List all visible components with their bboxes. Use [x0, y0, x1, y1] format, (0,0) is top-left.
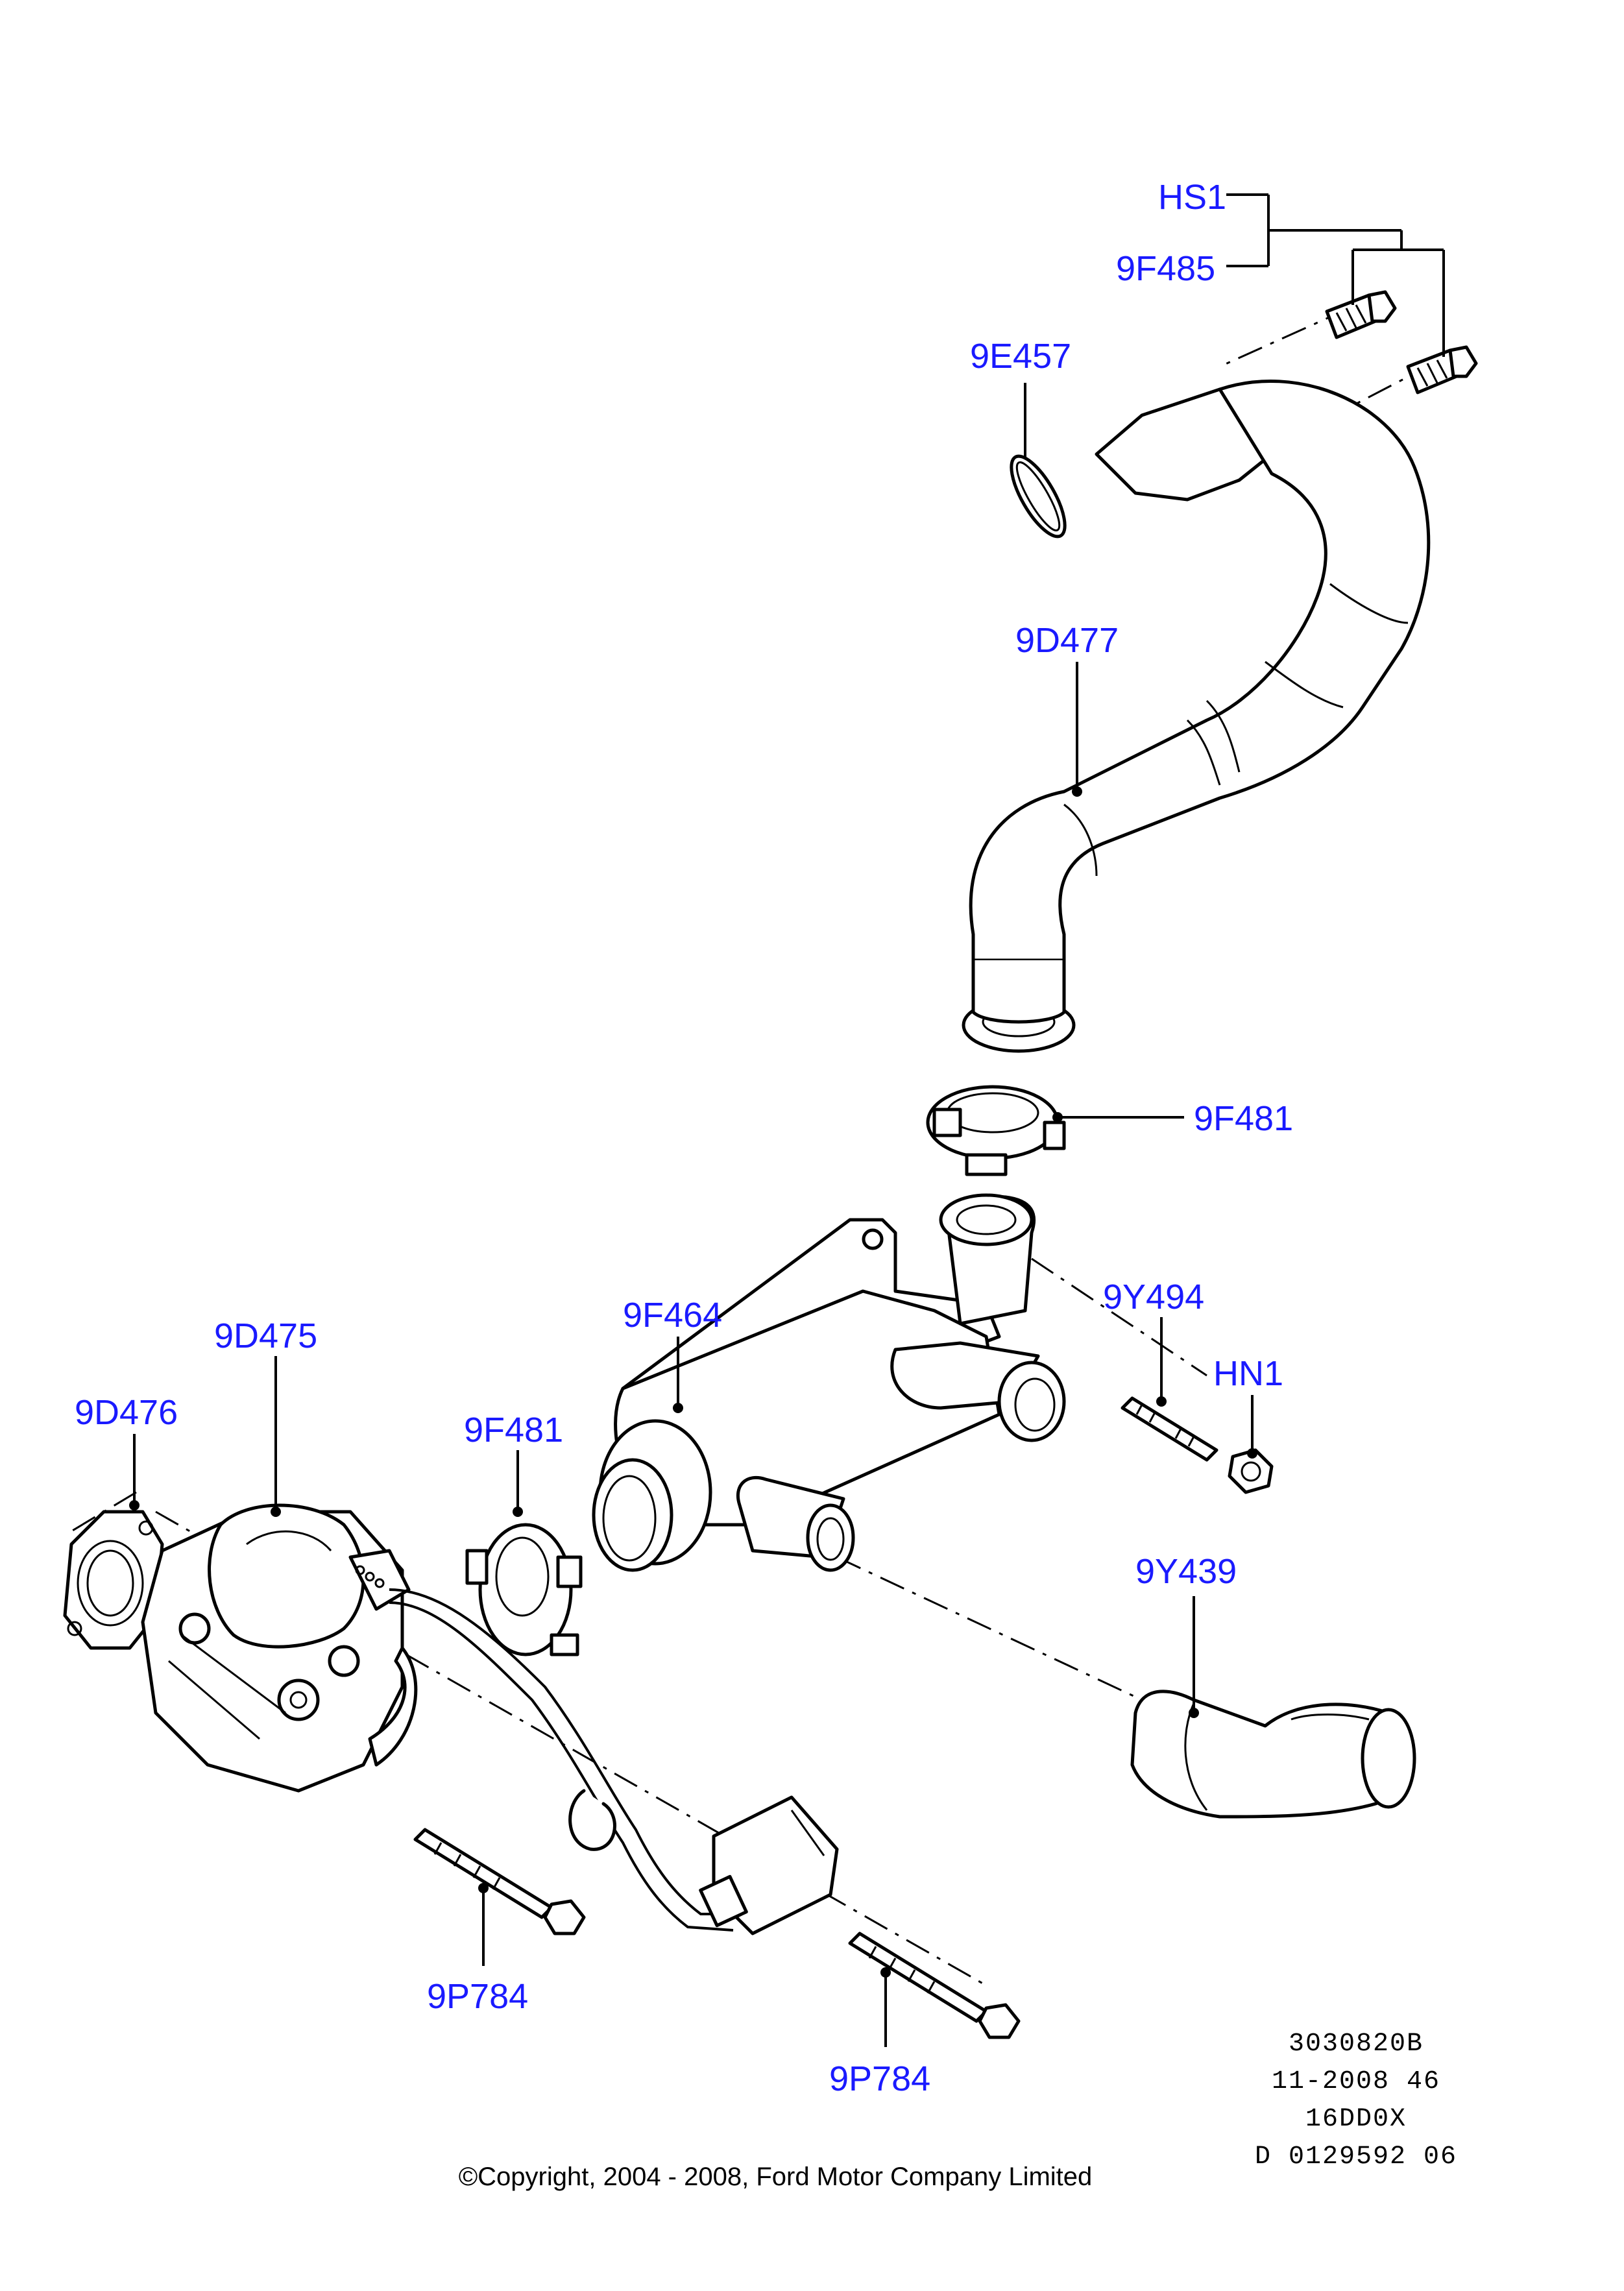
stud-9y494	[1121, 1396, 1218, 1462]
callout-hs1: HS1	[1158, 178, 1226, 217]
callout-labels: HS1 9F485 9E457 9D477 9F481 9Y494 HN1 9F…	[75, 178, 1293, 2098]
reference-block: 3030820B 11-2008 46 16DD0X D 0129592 06	[1255, 2030, 1457, 2172]
callout-9p784-right: 9P784	[829, 2059, 930, 2098]
bolt-9f485-b	[1406, 345, 1478, 394]
callout-9p784-left: 9P784	[427, 1977, 528, 2016]
bolt-9f485-a	[1325, 290, 1397, 339]
callout-9e457: 9E457	[970, 337, 1071, 376]
egr-pipe-9d477	[962, 380, 1431, 1053]
clamp-9f481-mid	[465, 1523, 583, 1656]
callout-9y439: 9Y439	[1135, 1552, 1237, 1591]
reference-line-3: 16DD0X	[1305, 2105, 1407, 2134]
callout-9f464: 9F464	[623, 1296, 722, 1335]
hose-9y439	[1130, 1690, 1416, 1819]
wiring-harness	[389, 1588, 839, 1935]
reference-line-1: 3030820B	[1289, 2030, 1424, 2059]
callout-9f485: 9F485	[1116, 249, 1215, 288]
copyright-notice: ©Copyright, 2004 - 2008, Ford Motor Comp…	[459, 2163, 1093, 2191]
o-ring-9e457	[1010, 454, 1067, 539]
callout-9f481-top: 9F481	[1194, 1099, 1293, 1138]
callout-hn1: HN1	[1213, 1354, 1283, 1393]
reference-line-2: 11-2008 46	[1272, 2067, 1440, 2096]
callout-leaders	[129, 193, 1445, 2047]
callout-9y494: 9Y494	[1103, 1278, 1204, 1316]
bolt-9p784-left	[413, 1828, 586, 1935]
egr-valve-9d475	[141, 1503, 418, 1793]
callout-9f481-mid: 9F481	[464, 1411, 563, 1449]
callout-9d477: 9D477	[1015, 621, 1119, 660]
gasket-9d476	[63, 1510, 164, 1650]
egr-cooler-9f464	[592, 1193, 1066, 1572]
callout-9d476: 9D476	[75, 1393, 178, 1432]
clamp-9f481-top	[926, 1085, 1066, 1176]
callout-9d475: 9D475	[214, 1316, 317, 1355]
reference-line-4: D 0129592 06	[1255, 2142, 1457, 2172]
bolt-9p784-right	[848, 1932, 1021, 2039]
